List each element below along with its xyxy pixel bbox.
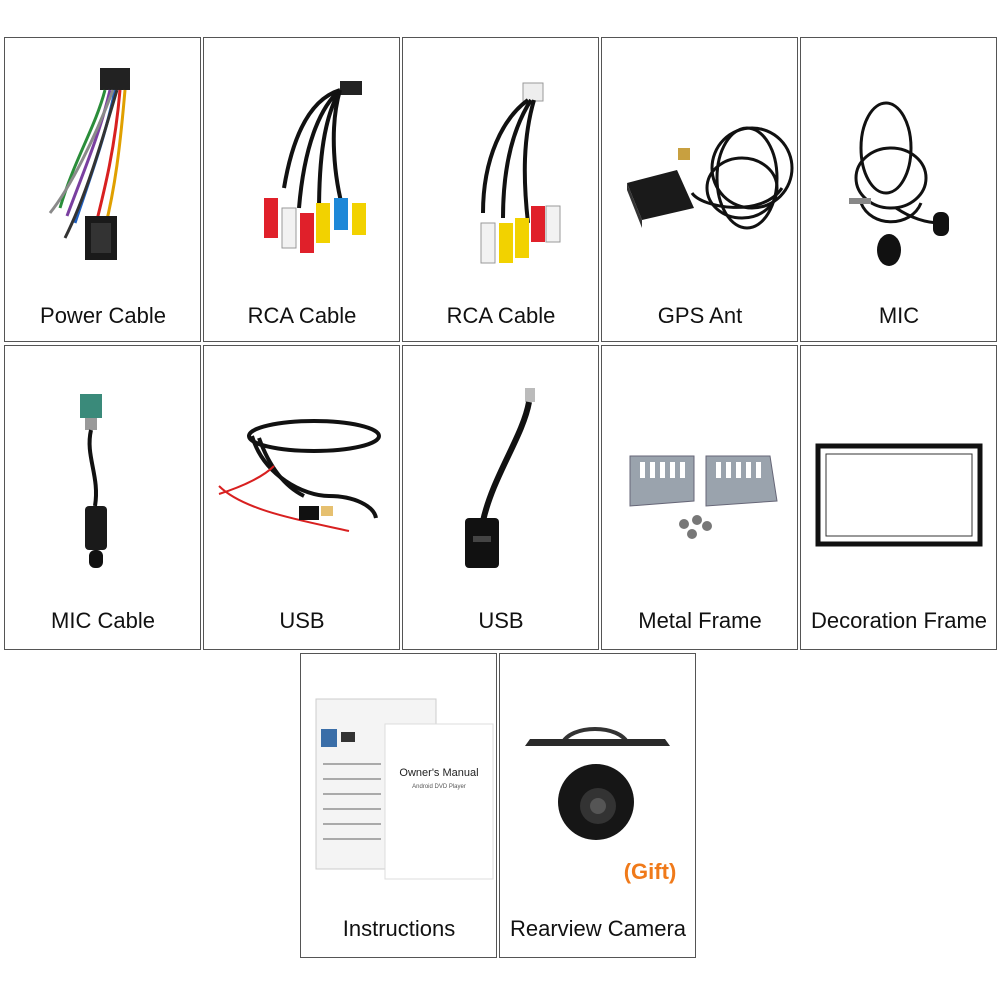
gift-text: (Gift)	[624, 859, 677, 884]
usb-short-label: USB	[478, 608, 523, 633]
metal-brackets-icon: Metal Frame	[629, 455, 778, 633]
rca-cable-2-label: RCA Cable	[447, 303, 556, 328]
power-cable-harness-icon: Power Cable	[40, 68, 166, 328]
owners-manual-icon: Owner's Manual Android DVD Player Instru…	[315, 698, 494, 941]
mic-label: MIC	[879, 303, 919, 328]
rca-cable-icon: RCA Cable	[447, 82, 561, 328]
manual-title: Owner's Manual	[399, 767, 478, 779]
mic-cable-icon: MIC Cable	[51, 394, 155, 633]
item-mic: MIC	[800, 37, 997, 342]
item-usb-long: USB	[203, 345, 400, 650]
mic-cable-label: MIC Cable	[51, 608, 155, 633]
rearview-camera-icon: (Gift) Rearview Camera	[510, 727, 687, 941]
item-metal-frame: Metal Frame	[601, 345, 798, 650]
instructions-label: Instructions	[343, 916, 456, 941]
usb-cable-short-icon: USB	[465, 388, 535, 633]
decoration-frame-icon: Decoration Frame	[811, 443, 987, 633]
microphone-icon: MIC	[849, 101, 949, 328]
usb-long-label: USB	[279, 608, 324, 633]
item-rearview-camera: (Gift) Rearview Camera	[499, 653, 696, 958]
item-usb-short: USB	[402, 345, 599, 650]
rearview-camera-label: Rearview Camera	[510, 916, 687, 941]
power-cable-label: Power Cable	[40, 303, 166, 328]
item-rca-cable-2: RCA Cable	[402, 37, 599, 342]
item-gps-ant: GPS Ant	[601, 37, 798, 342]
metal-frame-label: Metal Frame	[638, 608, 761, 633]
item-mic-cable: MIC Cable	[4, 345, 201, 650]
item-decoration-frame: Decoration Frame	[800, 345, 997, 650]
item-rca-cable-1: RCA Cable	[203, 37, 400, 342]
item-power-cable: Power Cable	[4, 37, 201, 342]
gps-antenna-icon: GPS Ant	[627, 126, 794, 328]
item-instructions: Owner's Manual Android DVD Player Instru…	[300, 653, 497, 958]
rca-cable-icon: RCA Cable	[248, 81, 366, 328]
usb-cable-long-icon: USB	[218, 419, 381, 633]
decoration-frame-label: Decoration Frame	[811, 608, 987, 633]
manual-subtitle: Android DVD Player	[412, 784, 466, 790]
rca-cable-1-label: RCA Cable	[248, 303, 357, 328]
gps-ant-label: GPS Ant	[658, 303, 742, 328]
